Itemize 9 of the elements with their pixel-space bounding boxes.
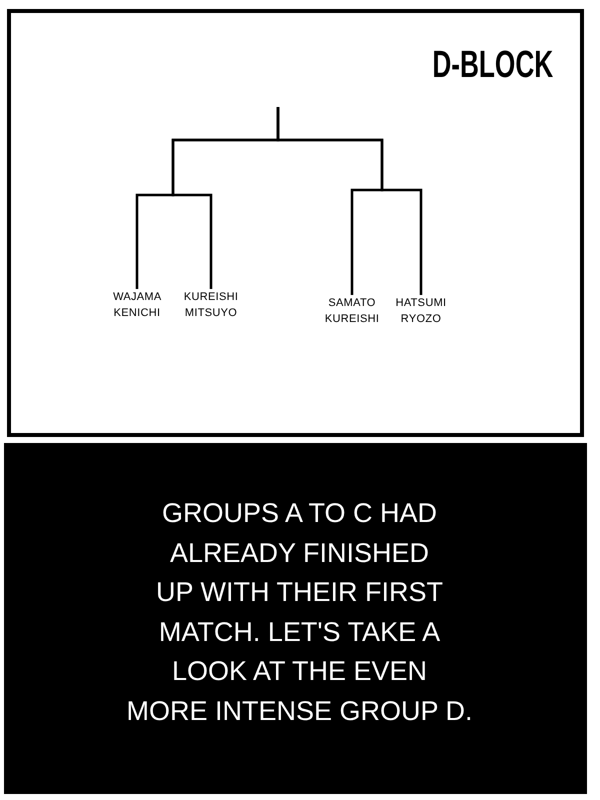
player-name: WAJAMA KENICHI — [113, 289, 161, 321]
bracket-line — [276, 107, 422, 295]
block-heading: D-BLOCK — [432, 46, 553, 84]
narration-panel — [4, 443, 587, 794]
player-name: HATSUMI RYOZO — [396, 295, 446, 327]
player-name: KUREISHI MITSUYO — [184, 289, 238, 321]
bracket-panel — [7, 9, 584, 437]
narration-text: GROUPS A TO C HAD ALREADY FINISHED UP WITH THEIR FIRST MATCH. LET'S TAKE A LOOK AT THE EVEN MORE INTENSE GROUP D. — [126, 497, 473, 728]
player-name: SAMATO KUREISHI — [324, 295, 380, 327]
